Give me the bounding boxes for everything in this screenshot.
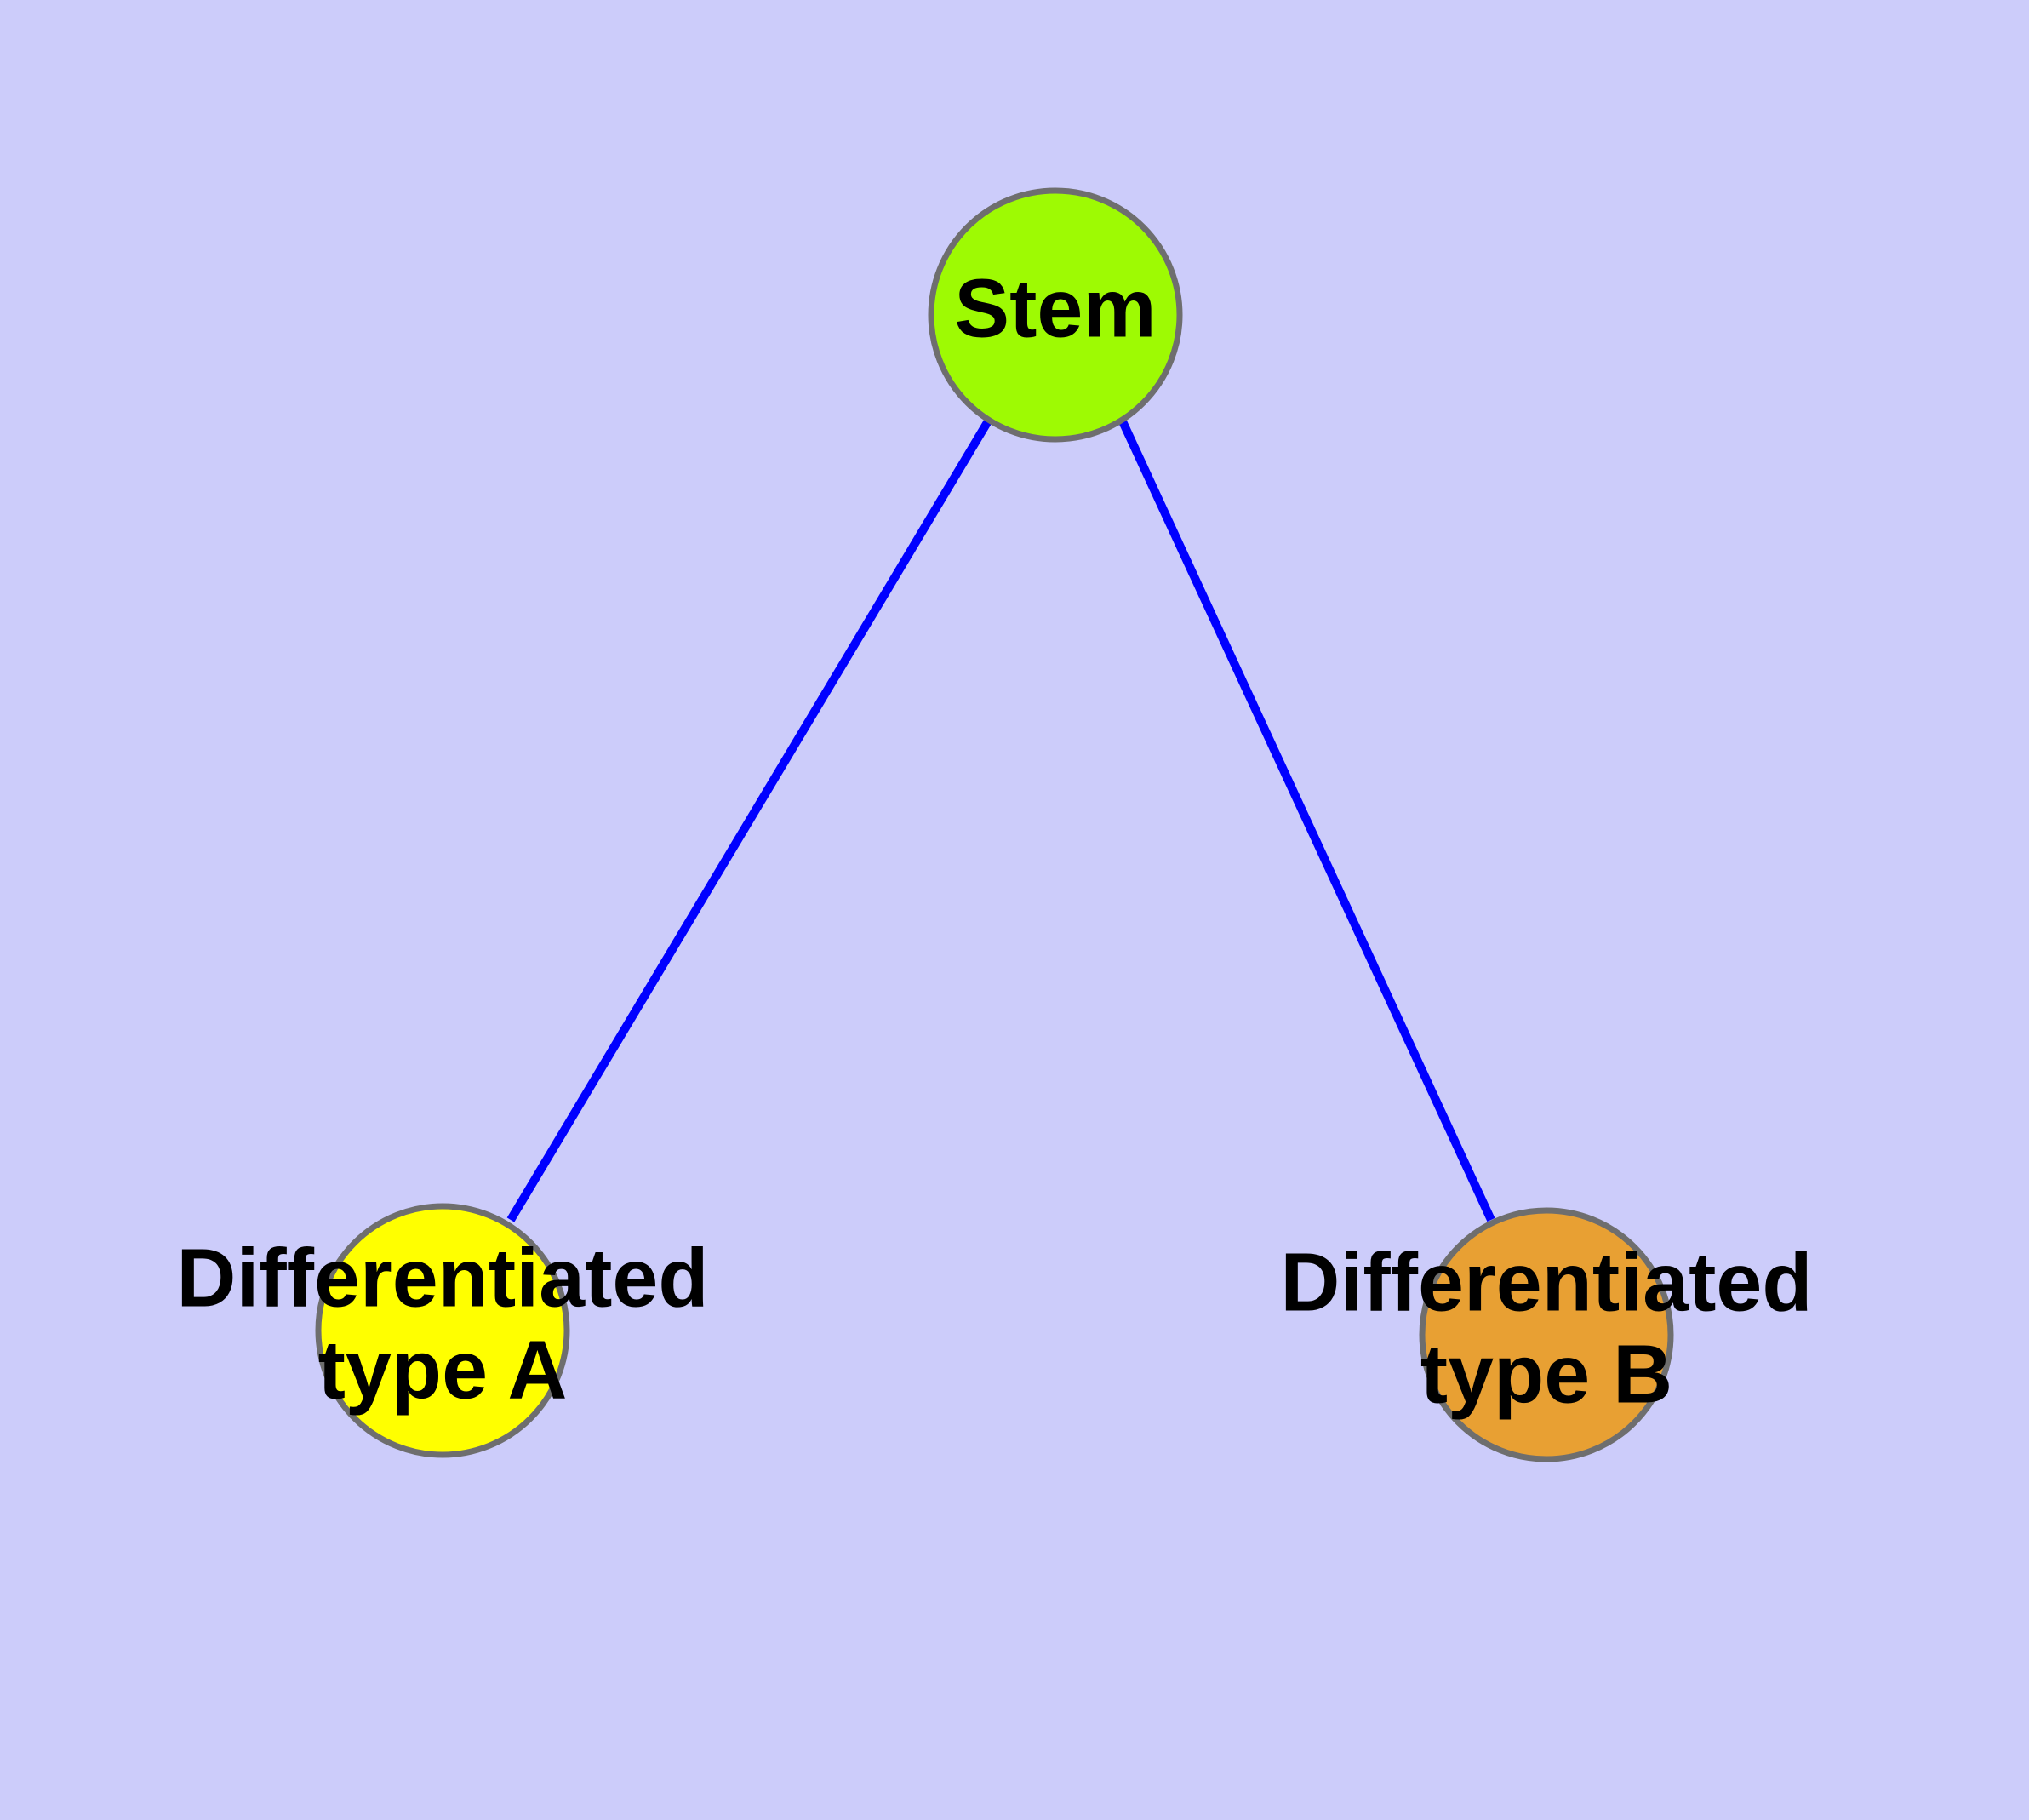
node-label-line: Differentiated [1280,1236,1812,1329]
edge-stem-to-diff-b[interactable] [1117,417,1495,1222]
edge-stem-to-diff-a[interactable] [506,417,993,1222]
node-label-stem: Stem [954,262,1156,355]
nodes-layer [315,187,1674,1462]
node-label-line: type B [1420,1328,1672,1421]
node-label-line: type A [318,1324,568,1417]
node-label-line: Stem [954,262,1156,355]
node-diff_a[interactable] [315,1203,570,1458]
node-diff_b[interactable] [1419,1207,1674,1462]
edges-layer [506,417,1495,1222]
node-label-line: Differentiated [176,1232,708,1325]
node-stem[interactable] [928,187,1183,443]
